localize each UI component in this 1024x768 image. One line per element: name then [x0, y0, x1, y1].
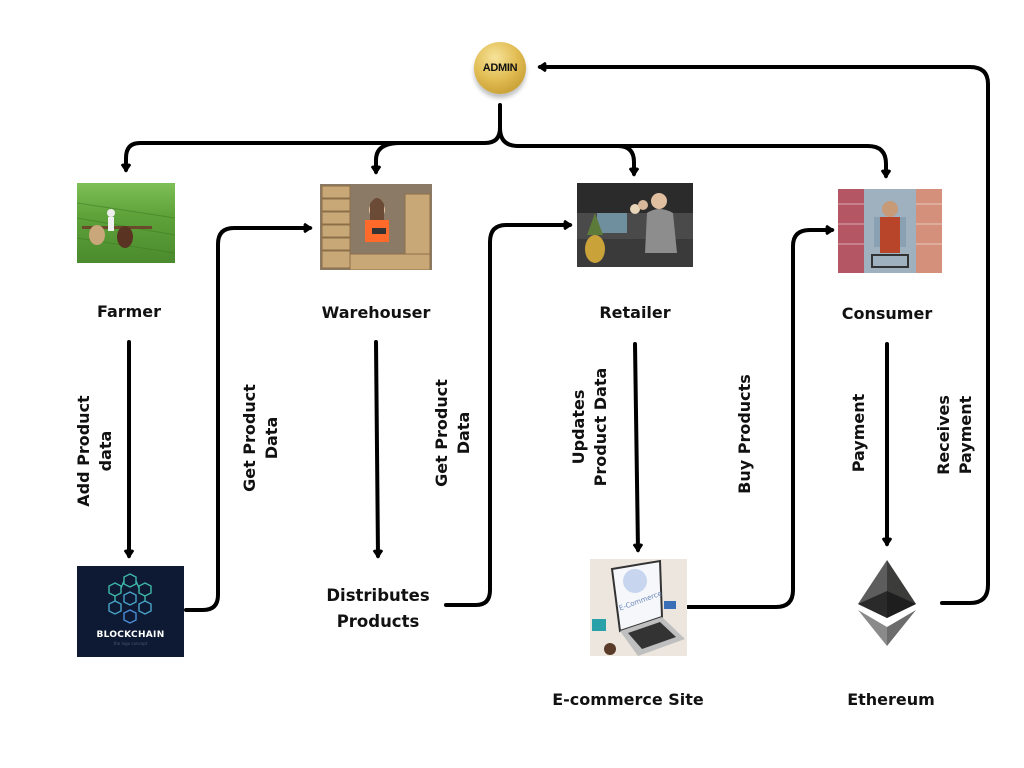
- ecommerce-site-label: E-commerce Site: [552, 690, 704, 709]
- ethereum-to-admin-line: [540, 67, 990, 605]
- payment-label: Payment: [849, 393, 868, 473]
- admin-trunk-line: [126, 103, 502, 170]
- ethereum-icon[interactable]: [858, 560, 916, 646]
- admin-to-warehouser-line: [376, 141, 402, 172]
- ecommerce-to-consumer-line: [686, 230, 832, 609]
- blockchain-cubes-icon: [108, 573, 152, 624]
- add-product-data-label: Add Product data: [74, 395, 115, 507]
- consumer-image: [838, 189, 942, 273]
- admin-to-consumer-line: [558, 144, 886, 176]
- updates-product-data-label: Updates Product Data: [569, 367, 610, 487]
- admin-to-retailer-line: [498, 126, 634, 174]
- farmer-label: Farmer: [96, 302, 162, 321]
- blockchain-to-warehouser-line: [184, 228, 310, 612]
- consumer-label: Consumer: [841, 304, 933, 323]
- consumer-shopping-icon: [838, 189, 942, 273]
- retailer-image: [577, 183, 693, 267]
- get-product-data-label-1: Get Product Data: [240, 384, 281, 492]
- blockchain-node[interactable]: BLOCKCHAIN the logo concept: [77, 566, 184, 657]
- get-product-data-label-2: Get Product Data: [432, 379, 473, 487]
- warehouse-worker-icon: [320, 184, 432, 270]
- distributes-products-label[interactable]: Distributes Products: [326, 586, 430, 631]
- distributes-to-retailer-line: [444, 225, 570, 607]
- blockchain-tagline: the logo concept: [113, 641, 148, 646]
- warehouser-image: [320, 184, 432, 270]
- warehouser-label: Warehouser: [321, 303, 431, 322]
- buy-products-label: Buy Products: [735, 374, 754, 494]
- farmer-image: [77, 183, 175, 263]
- farmer-plough-icon: [77, 202, 175, 254]
- retailer-label: Retailer: [599, 303, 671, 322]
- ecommerce-image[interactable]: E-Commerce: [590, 559, 687, 656]
- ethereum-label: Ethereum: [847, 690, 935, 709]
- receives-payment-label: Receives Payment: [934, 395, 975, 475]
- admin-label: ADMIN: [482, 62, 518, 74]
- retailer-checkout-icon: [577, 183, 693, 267]
- blockchain-title: BLOCKCHAIN: [96, 630, 165, 640]
- retailer-to-ecommerce-line: [635, 342, 638, 550]
- admin-node[interactable]: ADMIN: [474, 42, 526, 94]
- laptop-icon: [590, 559, 687, 656]
- warehouser-to-distributes-line: [376, 340, 378, 556]
